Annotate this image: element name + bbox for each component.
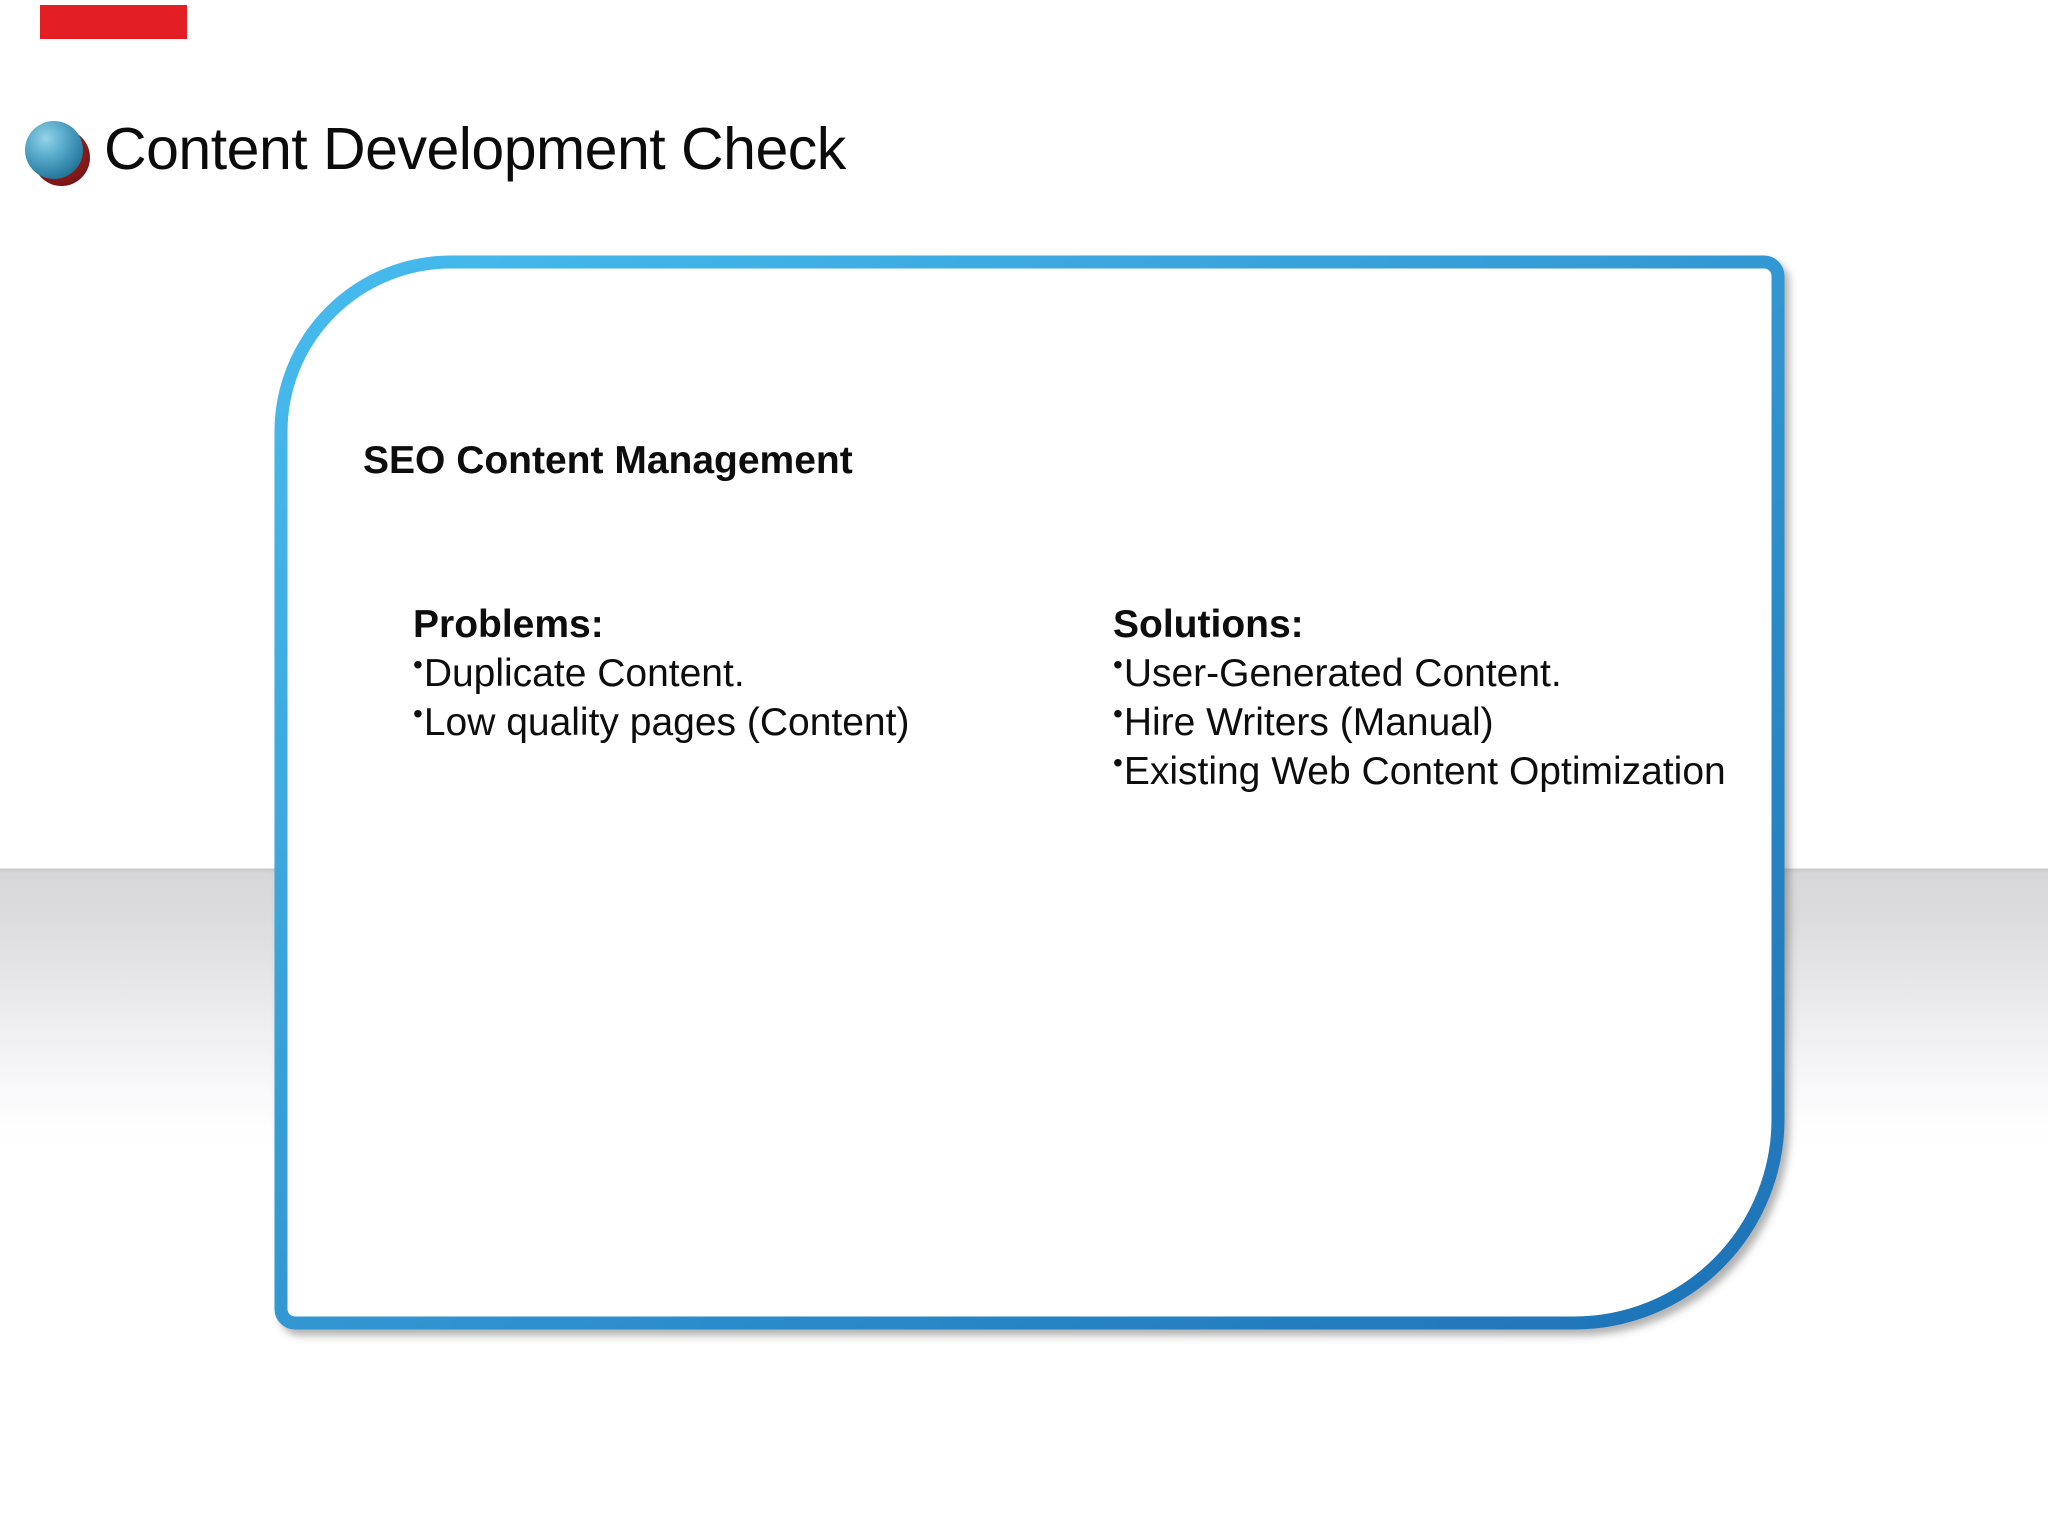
panel-heading: SEO Content Management xyxy=(363,439,853,482)
bullet-item-text: Duplicate Content. xyxy=(423,652,745,695)
bullet-item-text: Hire Writers (Manual) xyxy=(1123,701,1494,744)
problems-heading: Problems: xyxy=(413,603,604,646)
bullet-item: •Existing Web Content Optimization xyxy=(1113,747,1726,794)
bullet-item: •Low quality pages (Content) xyxy=(413,698,910,745)
accent-bar xyxy=(40,5,187,39)
problems-column: Problems: •Duplicate Content. •Low quali… xyxy=(413,600,909,747)
solutions-heading: Solutions: xyxy=(1113,603,1304,646)
slide-title: Content Development Check xyxy=(104,116,846,182)
sphere-ball xyxy=(25,121,83,179)
title-bullet-sphere-icon xyxy=(25,121,91,187)
bullet-item: •User-Generated Content. xyxy=(1113,649,1562,696)
bullet-item-text: User-Generated Content. xyxy=(1123,652,1562,695)
bullet-item-text: Low quality pages (Content) xyxy=(423,701,910,744)
bullet-item: •Hire Writers (Manual) xyxy=(1113,698,1494,745)
content-panel xyxy=(274,255,1785,1330)
bullet-item: •Duplicate Content. xyxy=(413,649,745,696)
solutions-column: Solutions: •User-Generated Content. •Hir… xyxy=(1113,600,1726,796)
bullet-item-text: Existing Web Content Optimization xyxy=(1123,750,1726,793)
